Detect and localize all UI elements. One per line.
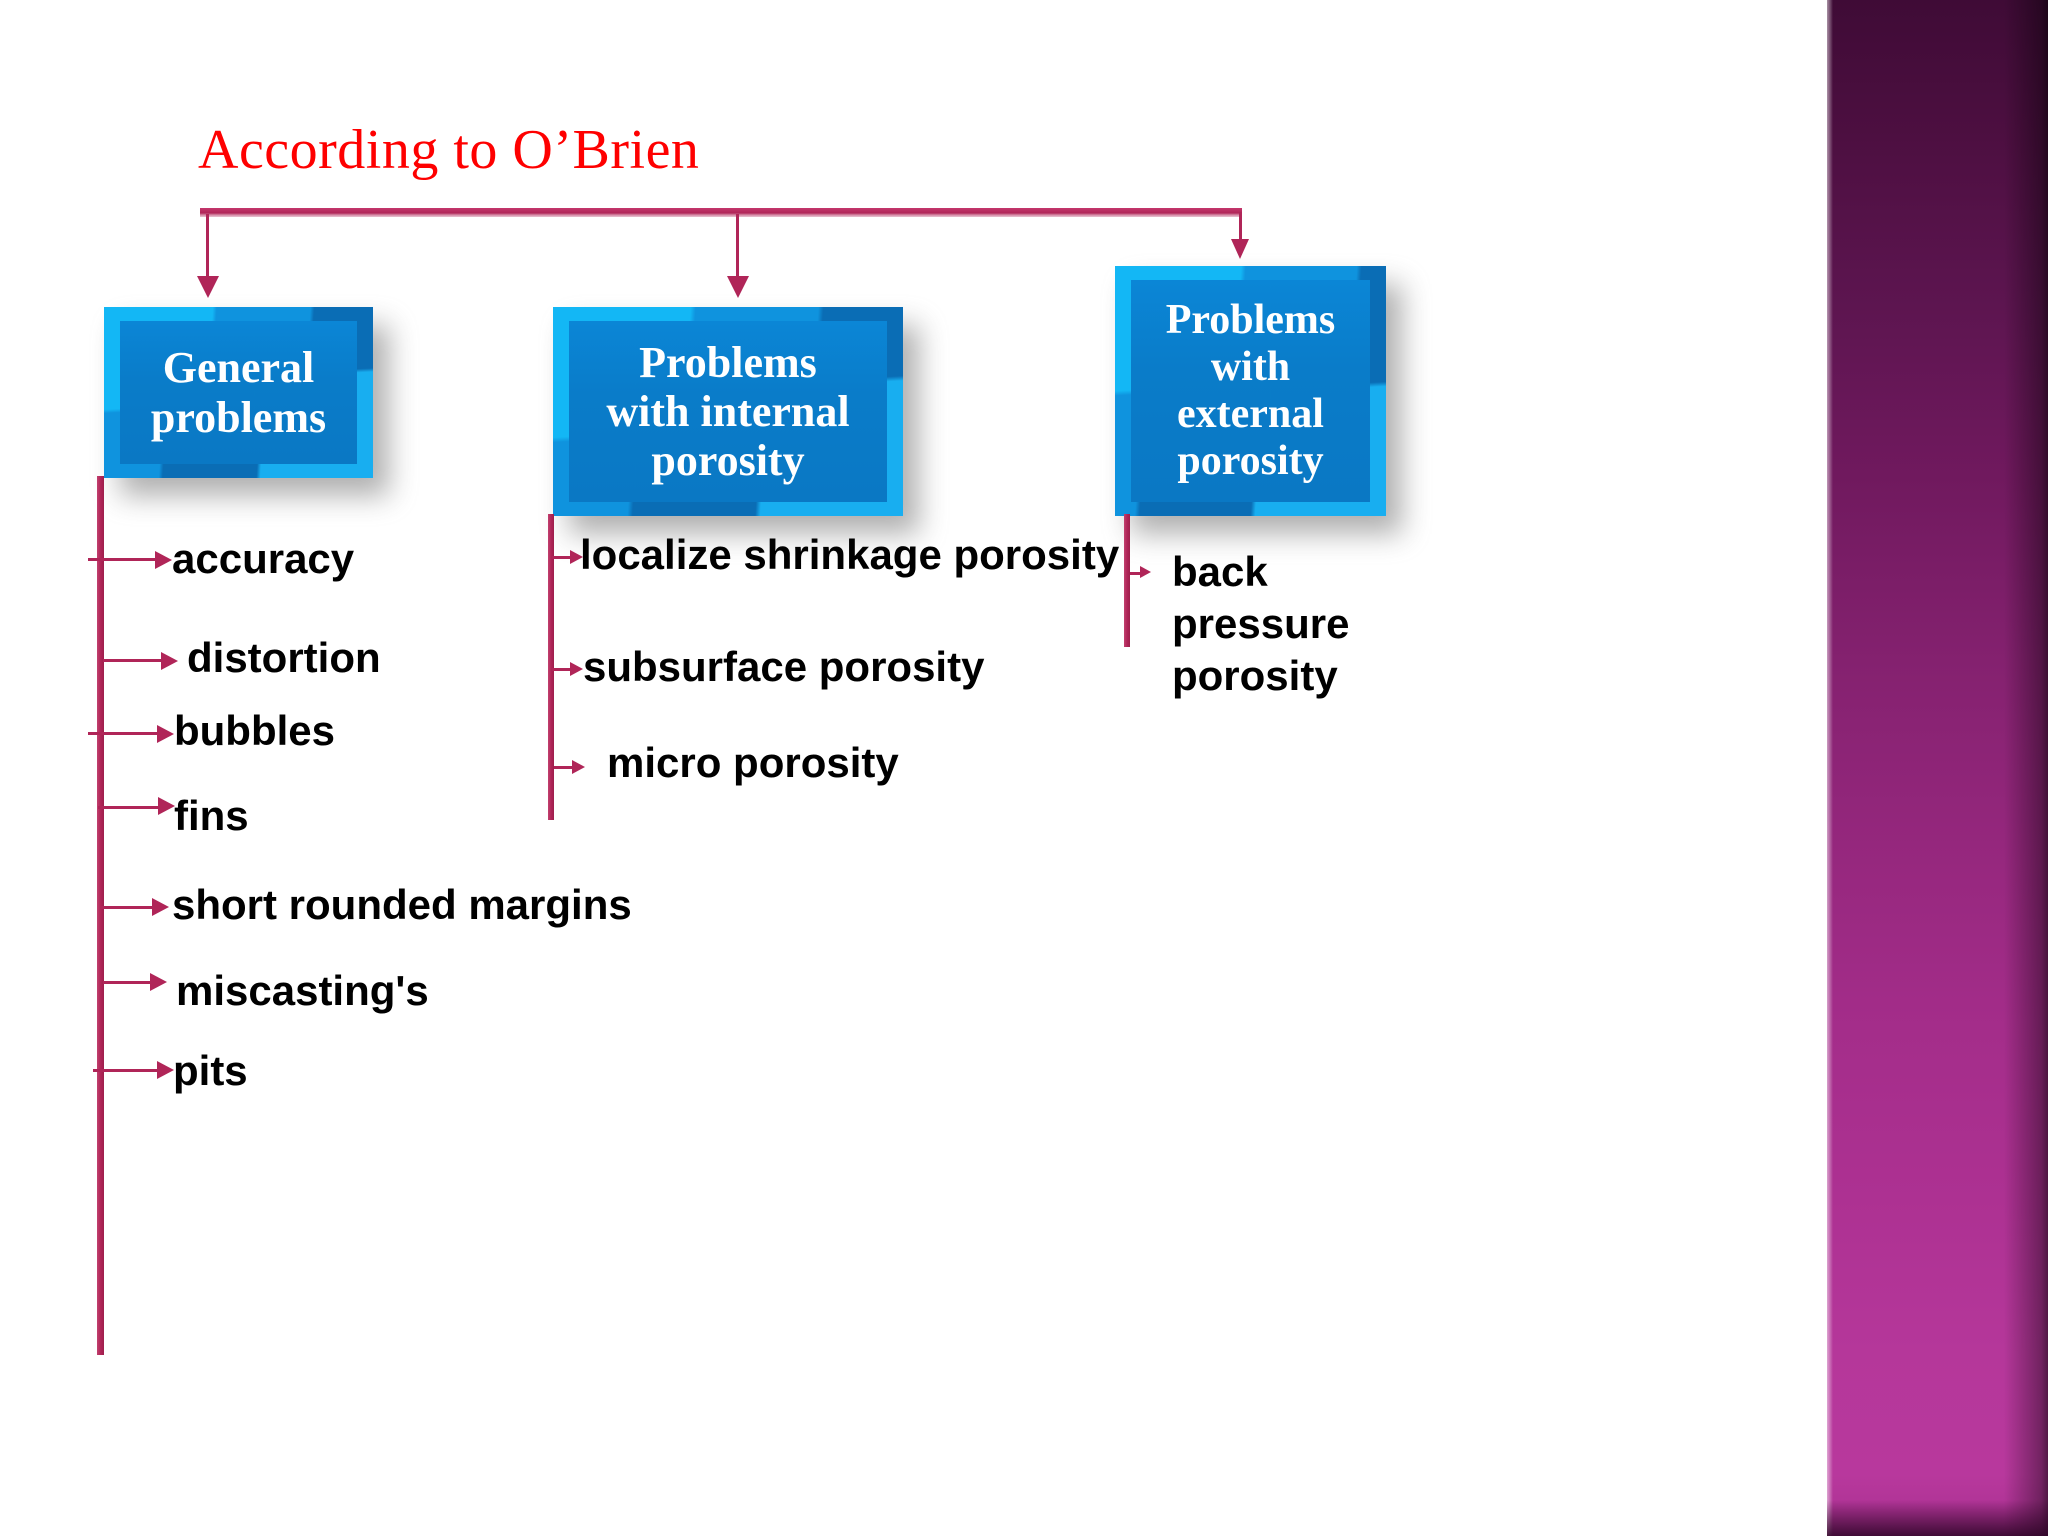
leaf-label-miscastings: miscasting's [176,967,429,1014]
node-box-general-problems-label: General problems [150,343,327,442]
branch-pits [93,1069,161,1072]
node-box-general-problems-inner: General problems [120,321,357,464]
arrowhead-accuracy [155,551,172,569]
arrowhead-micro-porosity [572,760,585,774]
node-box-general-problems[interactable]: General problems [104,307,373,478]
leaf-label-localize-shrinkage-porosity: localize shrinkage porosity [580,531,1120,578]
arrowhead-localize-shrinkage-porosity [570,550,583,564]
branch-back-pressure-porosity [1130,572,1144,575]
branch-miscastings [103,981,155,984]
stem-internal-porosity [548,514,554,820]
node-box-external-porosity-label: Problems with external porosity [1165,296,1336,485]
arrowhead-fins [158,797,175,815]
leaf-label-short-rounded-margins: short rounded margins [172,881,632,928]
stem-general-problems [97,476,104,1355]
branch-bubbles [88,732,160,735]
branch-accuracy [88,558,158,561]
arrowhead-down-general [197,276,219,298]
decorative-purple-band [1827,0,2048,1536]
leaf-label-accuracy: accuracy [172,535,355,582]
top-connector-bar [200,208,1242,217]
branch-subsurface-porosity [552,668,574,671]
leaf-label-pits: pits [173,1047,248,1094]
arrowhead-back-pressure-porosity [1140,566,1151,578]
arrowhead-subsurface-porosity [570,662,583,676]
node-box-internal-porosity[interactable]: Problems with internal porosity [553,307,903,516]
leaf-label-distortion: distortion [187,634,381,681]
arrowhead-short-rounded-margins [152,898,169,916]
arrowhead-distortion [161,652,178,670]
branch-short-rounded-margins [101,906,157,909]
leaf-label-back-pressure-porosity: back pressure porosity [1172,548,1350,700]
arrowhead-down-internal [727,276,749,298]
leaf-label-fins: fins [174,792,249,839]
stem-external-porosity [1124,514,1130,647]
branch-localize-shrinkage-porosity [552,556,574,559]
arrowhead-bubbles [157,725,174,743]
arrowhead-miscastings [150,973,167,991]
leaf-label-subsurface-porosity: subsurface porosity [583,643,985,690]
leaf-label-micro-porosity: micro porosity [607,739,899,786]
node-box-internal-porosity-label: Problems with internal porosity [606,337,850,486]
connector-drop-external [1239,212,1242,244]
leaf-label-bubbles: bubbles [174,707,336,754]
node-box-external-porosity[interactable]: Problems with external porosity [1115,266,1386,516]
branch-distortion [103,659,165,662]
decorative-band-bottom-shadow [1827,1500,2048,1536]
branch-fins [98,806,162,809]
connector-drop-general [206,214,209,282]
arrowhead-down-external [1231,239,1249,259]
node-box-internal-porosity-inner: Problems with internal porosity [569,321,887,502]
page-title: According to O’Brien [198,119,700,181]
arrowhead-pits [157,1061,174,1079]
branch-micro-porosity [554,766,576,769]
node-box-external-porosity-inner: Problems with external porosity [1131,280,1370,502]
connector-drop-internal [736,214,739,282]
